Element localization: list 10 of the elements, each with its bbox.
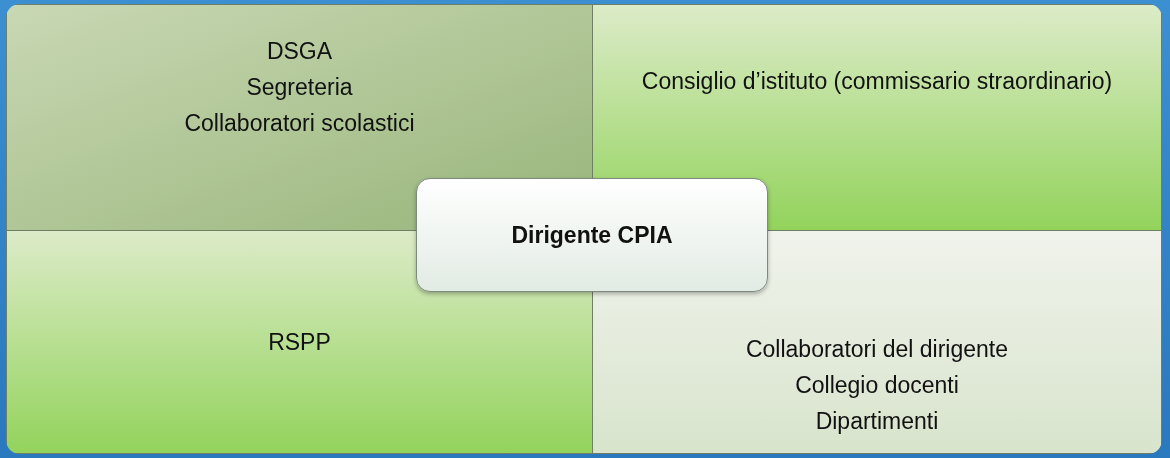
role-text: Consiglio d’istituto (commissario straordinario)	[641, 67, 1113, 95]
box-title: Dirigente CPIA	[511, 221, 673, 249]
role-text: Collegio docenti	[795, 371, 959, 399]
role-text: Collaboratori del dirigente	[745, 335, 1009, 363]
role-text: DSGA	[266, 37, 333, 65]
center-box	[416, 178, 768, 292]
role-text: Collaboratori scolastici	[184, 109, 415, 137]
role-text: Segreteria	[246, 73, 353, 101]
role-text: Dipartimenti	[815, 407, 939, 435]
role-text: RSPP	[268, 328, 331, 356]
